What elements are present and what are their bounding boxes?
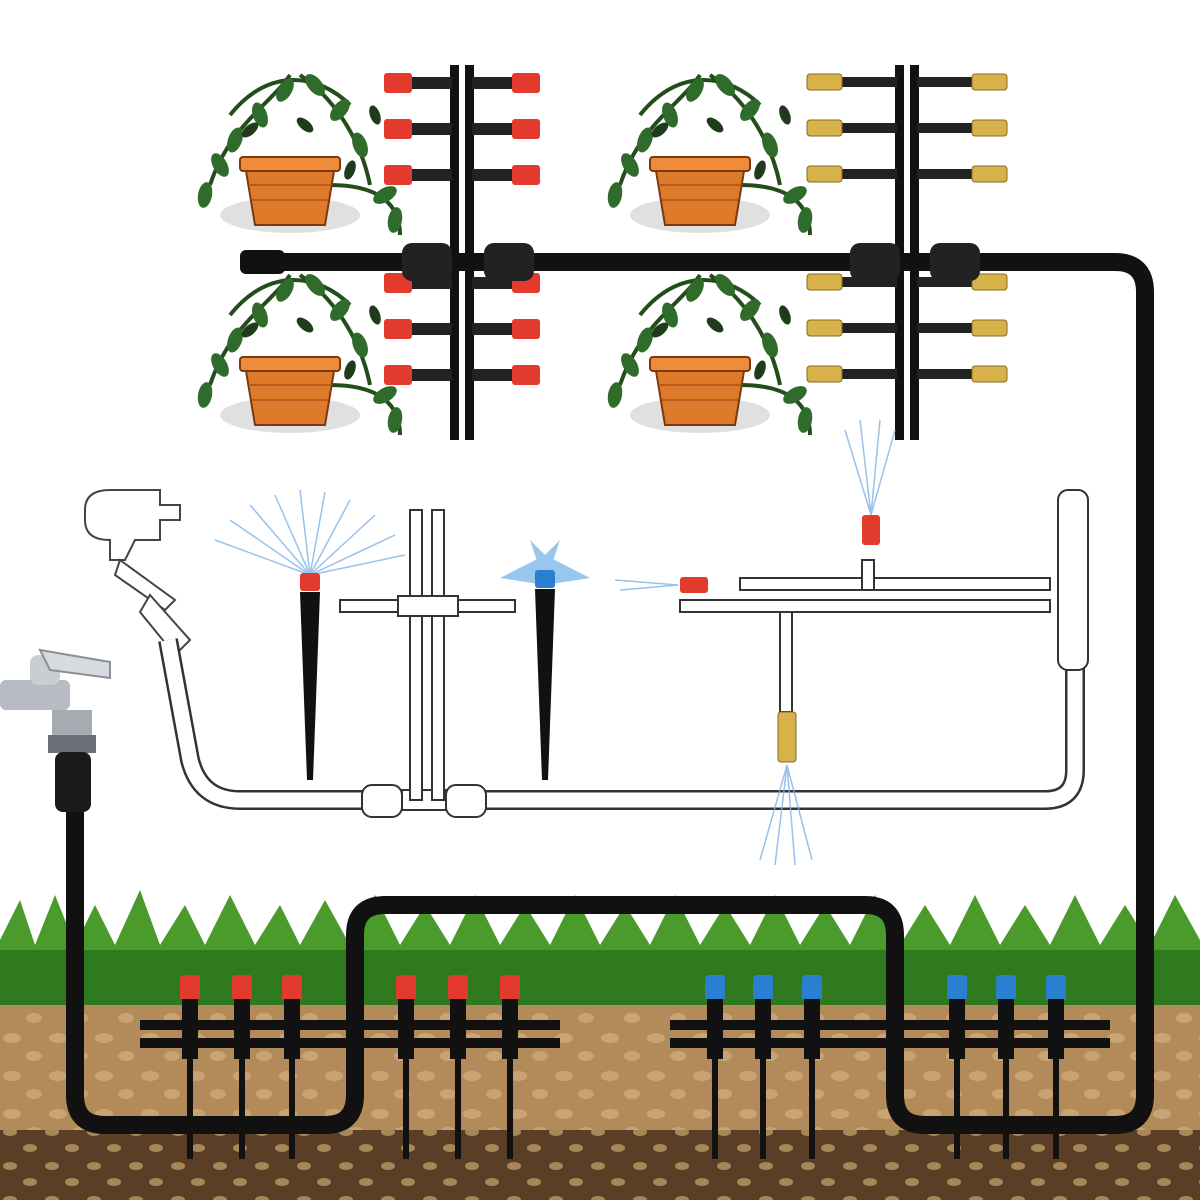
- manifold-connector-icon: [614, 419, 1089, 866]
- soil: [0, 1005, 1200, 1200]
- faucet-icon: [0, 648, 111, 812]
- manifold-connector-icon: [339, 509, 516, 801]
- main-tube: [66, 243, 1154, 1134]
- sprinkler-icon: [214, 489, 406, 780]
- outlined-tube: [158, 638, 1085, 818]
- sprinkler-icon: [500, 540, 590, 780]
- manifold-connector-icon: [140, 1020, 1110, 1048]
- drip-stake-icon: [182, 975, 1066, 991]
